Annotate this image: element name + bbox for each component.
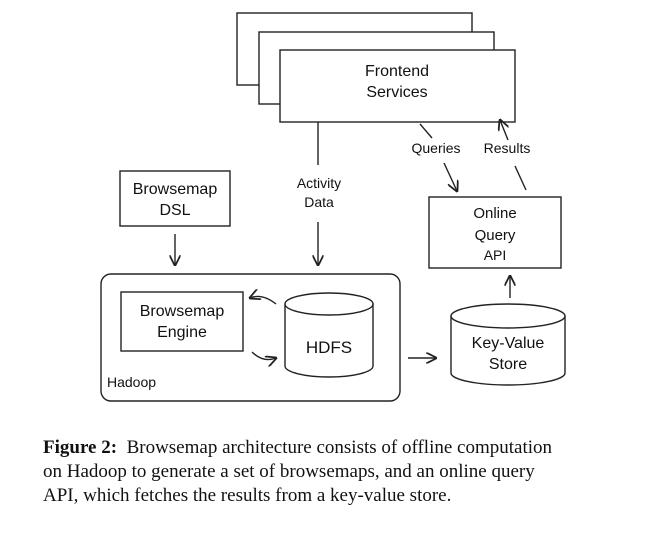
engine-box bbox=[120, 291, 244, 352]
caption-line-3: API, which fetches the results from a ke… bbox=[43, 485, 452, 506]
kv-body bbox=[450, 315, 566, 386]
frontend-label-2: Services bbox=[366, 84, 427, 101]
results-label: Results bbox=[484, 140, 531, 156]
kv-label-2: Store bbox=[489, 356, 527, 373]
frontend-services-stack: Frontend Services bbox=[236, 12, 516, 123]
api-box bbox=[428, 196, 562, 269]
caption-text-1: Browsemap architecture consists of offli… bbox=[126, 437, 553, 458]
architecture-diagram: Frontend Services Browsemap DSL Activity… bbox=[100, 12, 566, 402]
caption-line-2: on Hadoop to generate a set of browsemap… bbox=[43, 461, 535, 482]
api-node: Online Query API bbox=[428, 196, 562, 269]
caption-figure-label: Figure 2: bbox=[43, 437, 118, 458]
dsl-label-2: DSL bbox=[159, 202, 190, 219]
engine-label-2: Engine bbox=[157, 324, 207, 341]
caption-line-1: Figure 2: Browsemap architecture consist… bbox=[43, 436, 643, 460]
results-line-bottom bbox=[514, 165, 527, 191]
hadoop-label: Hadoop bbox=[107, 374, 156, 390]
dsl-node: Browsemap DSL bbox=[119, 170, 231, 227]
frontend-box-front bbox=[279, 49, 516, 123]
engine-node: Browsemap Engine bbox=[120, 291, 244, 352]
frontend-label-1: Frontend bbox=[365, 63, 429, 80]
hdfs-cylinder: HDFS bbox=[284, 292, 374, 378]
queries-arrow bbox=[443, 162, 457, 191]
kv-top bbox=[450, 303, 566, 329]
api-label-1: Online bbox=[473, 205, 516, 222]
hdfs-label: HDFS bbox=[306, 338, 352, 357]
dsl-box bbox=[119, 170, 231, 227]
hdfs-top bbox=[284, 292, 374, 316]
kv-store-cylinder: Key-Value Store bbox=[450, 303, 566, 386]
queries-line-top bbox=[419, 123, 433, 139]
hdfs-body bbox=[284, 303, 374, 378]
engine-label-1: Browsemap bbox=[140, 303, 225, 320]
api-label-2: Query bbox=[475, 227, 516, 244]
activity-label-2: Data bbox=[304, 194, 334, 210]
activity-label-1: Activity bbox=[297, 175, 341, 191]
hdfs-to-engine-arrow bbox=[250, 296, 277, 305]
figure-caption: Figure 2: Browsemap architecture consist… bbox=[43, 436, 643, 508]
dsl-label-1: Browsemap bbox=[133, 181, 218, 198]
results-arrow bbox=[500, 120, 508, 141]
engine-to-hdfs-arrow bbox=[251, 351, 276, 360]
kv-label-1: Key-Value bbox=[472, 335, 545, 352]
api-label-3: API bbox=[484, 247, 507, 263]
queries-label: Queries bbox=[411, 140, 460, 156]
